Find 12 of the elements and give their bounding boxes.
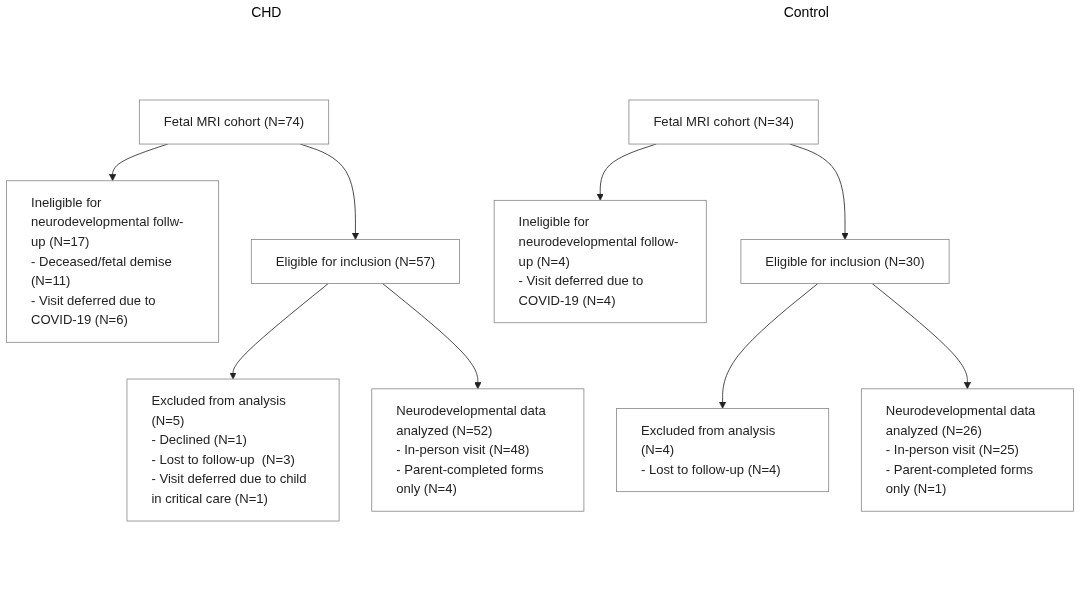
node-box: Neurodevelopmental data analyzed (N=26) - In-person visit (N=25) - Parent-completed forms only (N=1) xyxy=(860,388,1074,512)
column-heading: CHD xyxy=(251,4,282,22)
node-box: Ineligible for neurodevelopmental follow-up (N=4) - Visit deferred due to COVID-19 (N=4) xyxy=(493,199,707,324)
node-box: Fetal MRI cohort (N=34) xyxy=(628,99,819,145)
node-box: Eligible for inclusion (N=30) xyxy=(740,239,950,284)
node-box: Fetal MRI cohort (N=74) xyxy=(138,99,330,145)
node-box: Neurodevelopmental data analyzed (N=52) - In-person visit (N=48) - Parent-completed forms only (N=4) xyxy=(371,388,585,512)
node-box: Eligible for inclusion (N=57) xyxy=(250,239,460,284)
node-box: Excluded from analysis (N=4) - Lost to follow-up (N=4) xyxy=(616,408,830,493)
node-box: Excluded from analysis (N=5) - Declined (N=1) - Lost to follow-up (N=3) - Visit deferred due to child in critical care (N=1) xyxy=(126,378,340,522)
node-box: Ineligible for neurodevelopmental follw-up (N=17) - Deceased/fetal demise (N=11) - Visit deferred due to COVID-19 (N=6) xyxy=(6,180,220,343)
column-heading: Control xyxy=(783,4,829,22)
